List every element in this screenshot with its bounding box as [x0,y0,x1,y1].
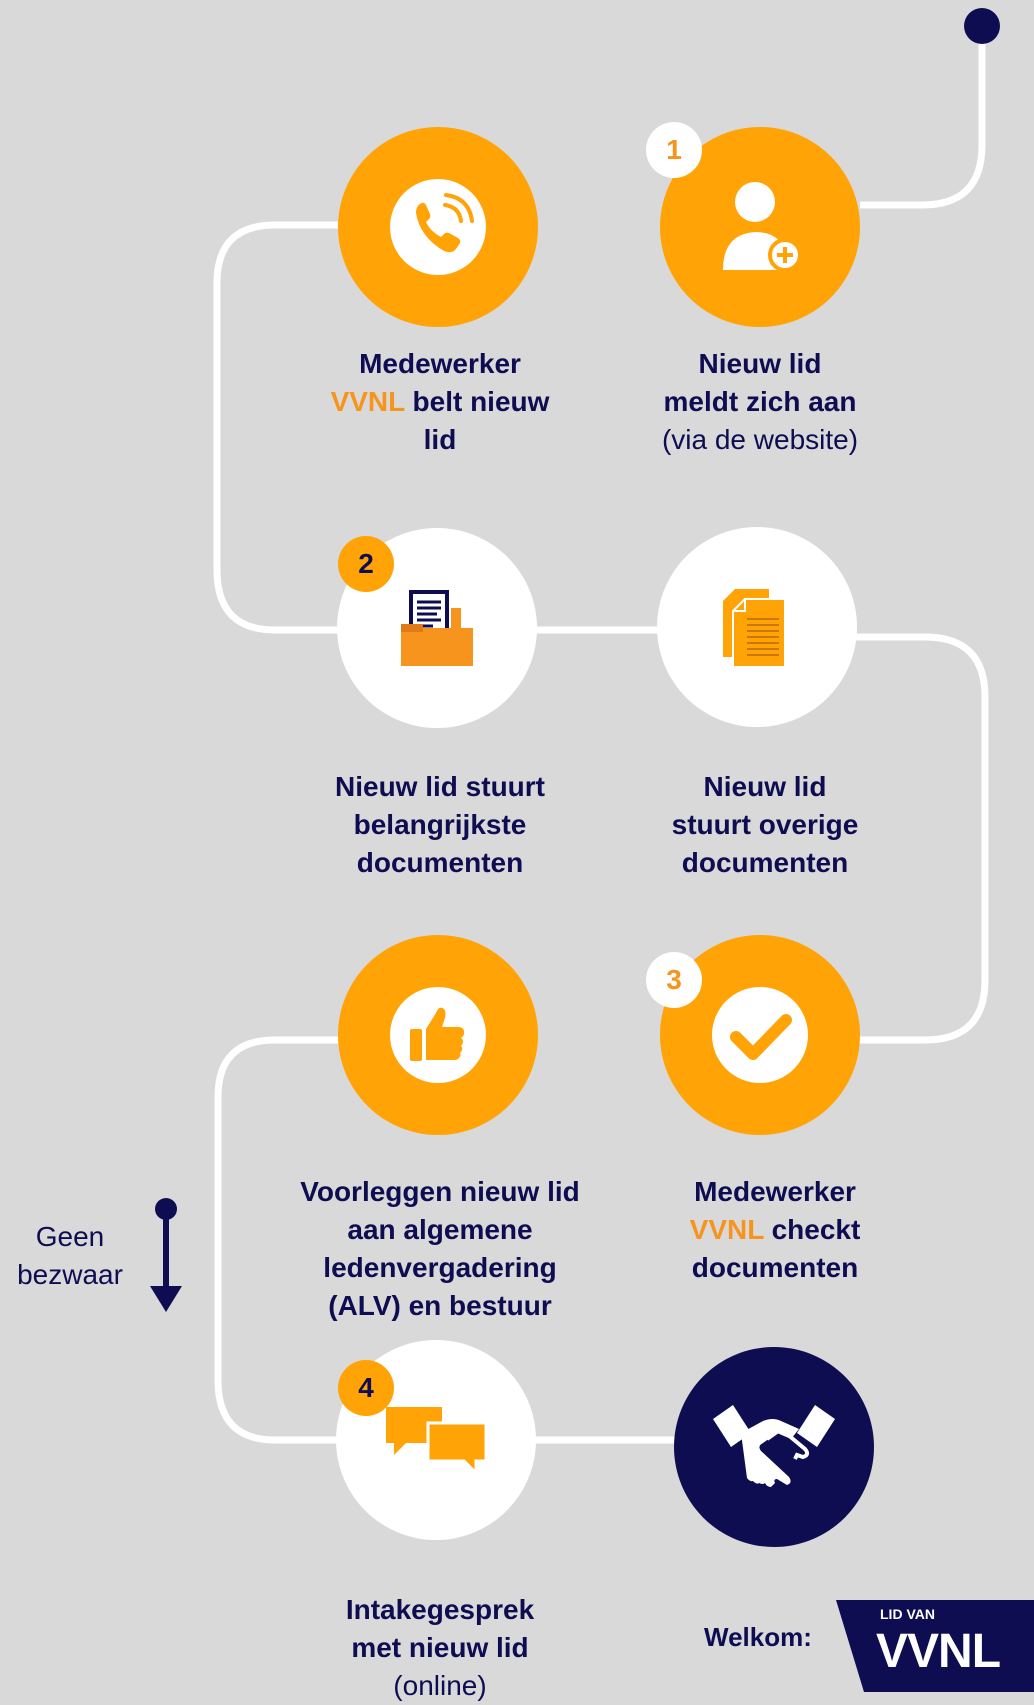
other-documents-step-circle [657,527,857,727]
logo-shape [836,1600,1034,1692]
user-plus-icon [723,182,802,272]
path-start-dot [964,8,1000,44]
phone-icon [390,179,486,275]
flow-path [213,30,989,1444]
step-number-badge-1: 1 [646,122,702,178]
thumbs-up-icon [390,987,486,1083]
signup-step-label: Nieuw lid meldt zich aan (via de website… [661,348,859,455]
chat-bubbles-icon [386,1407,488,1475]
intake-step-label: Intakegesprek met nieuw lid (online) [345,1594,535,1701]
brand-text: VVNL [689,1214,764,1245]
side-note: Geen bezwaar [17,1221,123,1290]
welcome-text: Welkom: [704,1622,812,1652]
phone-step-label: Medewerker VVNL belt nieuw lid [330,348,550,455]
arrow-down-icon [150,1198,182,1312]
key-documents-step-label: Nieuw lid stuurt belangrijkste documente… [335,771,545,878]
check-step-label: Medewerker VVNL checkt documenten [689,1176,861,1283]
stacked-documents-icon [723,589,786,668]
step-number-badge-4: 4 [338,1360,394,1416]
vvnl-logo: LID VAN VVNL [836,1596,1034,1692]
step-number-badge-3: 3 [646,952,702,1008]
brand-text: VVNL [330,386,405,417]
logo-top-text: LID VAN [880,1606,935,1622]
folder-documents-icon [401,590,473,666]
checkmark-icon [712,987,808,1083]
handshake-step-circle [674,1347,874,1547]
step-number-badge-2: 2 [338,536,394,592]
assembly-step-circle [338,935,538,1135]
logo-brand-text: VVNL [876,1625,1001,1678]
assembly-step-label: Voorleggen nieuw lid aan algemene ledenv… [300,1176,580,1321]
other-documents-step-label: Nieuw lid stuurt overige documenten [671,771,859,878]
handshake-icon [713,1405,835,1487]
phone-step-circle [338,127,538,327]
check-step-circle [660,935,860,1135]
